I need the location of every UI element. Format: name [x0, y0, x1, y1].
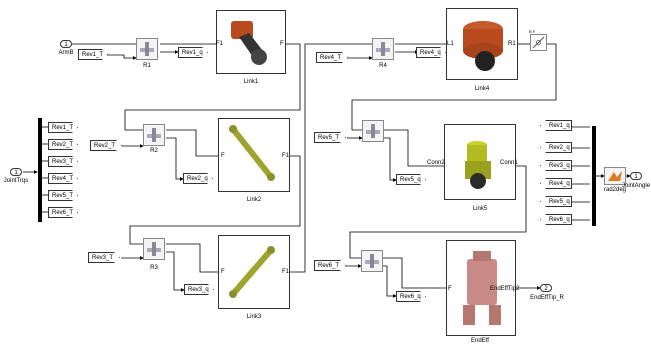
- endeff-icon: [463, 251, 501, 325]
- link3-icon: [229, 246, 275, 298]
- link4-port-out: R1: [508, 41, 516, 47]
- link4-port-in: L1: [447, 41, 454, 47]
- inport-joint-trqs-label: JointTrqs: [3, 178, 29, 184]
- link1-label: Link1: [243, 79, 259, 85]
- body-link5[interactable]: [444, 124, 516, 200]
- link5-port-out: Conn1: [500, 160, 518, 166]
- goto-rev3-t[interactable]: Rev3_T: [48, 156, 78, 167]
- goto-rev6-t[interactable]: Rev6_T: [48, 207, 78, 218]
- joint-icon: [147, 128, 161, 142]
- link4-icon: [463, 21, 503, 71]
- from-rev1-q[interactable]: Rev1_q: [540, 120, 572, 131]
- link1-port-out: F: [280, 41, 284, 47]
- inport-armb[interactable]: 1: [60, 40, 72, 48]
- body-link2[interactable]: [218, 118, 290, 192]
- revolute-joint-r3[interactable]: [143, 238, 165, 260]
- goto-rev5-t[interactable]: Rev5_T: [48, 190, 78, 201]
- body-endeff[interactable]: [446, 240, 516, 336]
- goto-rev2-t[interactable]: Rev2_T: [48, 139, 78, 150]
- goto-rev1-t[interactable]: Rev1_T: [48, 122, 78, 133]
- link2-port-in: F: [221, 153, 225, 159]
- outport-joint-angle[interactable]: 1: [630, 172, 642, 180]
- link5-port-in: Conn2: [427, 160, 445, 166]
- transform-ports: B F: [529, 29, 536, 34]
- body-link3[interactable]: [218, 235, 290, 309]
- from-rev1-t[interactable]: Rev1_T: [78, 49, 108, 60]
- goto-rev1-q[interactable]: Rev1_q: [178, 47, 208, 58]
- from-rev3-t[interactable]: Rev3_T: [88, 252, 120, 263]
- link5-label: Link5: [472, 206, 488, 212]
- link2-icon: [229, 125, 275, 181]
- outport-endeff-tip[interactable]: 2: [540, 284, 552, 292]
- outport-joint-angle-label: JointAngle: [621, 183, 651, 189]
- inport-armb-label: ArmB: [58, 50, 74, 56]
- rad2deg-block[interactable]: [604, 167, 626, 185]
- revolute-joint-r5[interactable]: [362, 120, 384, 142]
- link4-label: Link4: [474, 86, 490, 92]
- body-link1[interactable]: [216, 10, 286, 74]
- revolute-joint-r6[interactable]: [361, 250, 383, 272]
- revolute-joint-r4[interactable]: [372, 38, 394, 60]
- revolute-joint-r1[interactable]: [136, 38, 158, 60]
- demux-block[interactable]: [38, 118, 42, 222]
- link2-label: Link2: [246, 197, 262, 203]
- from-rev6-q[interactable]: Rev6_q: [540, 214, 572, 225]
- from-rev4-t[interactable]: Rev4_T: [316, 52, 348, 63]
- mux-block[interactable]: [592, 126, 596, 226]
- rad2deg-label: rad2deg: [603, 187, 627, 193]
- body-link4[interactable]: [446, 8, 518, 80]
- link5-icon: [465, 141, 491, 189]
- goto-rev5-q[interactable]: Rev5_q: [396, 174, 426, 185]
- inport-joint-trqs[interactable]: 1: [10, 168, 22, 176]
- joint-icon: [376, 42, 390, 56]
- from-rev4-q[interactable]: Rev4_q: [540, 178, 572, 189]
- link3-port-in: F: [221, 269, 225, 275]
- from-rev2-q[interactable]: Rev2_q: [540, 142, 572, 153]
- outport-endeff-tip-label: EndEffTip_R: [530, 295, 564, 301]
- endeff-port-in: F: [448, 286, 452, 292]
- endeff-port-out: EndEffTip2: [490, 286, 520, 292]
- joint-icon: [147, 242, 161, 256]
- from-rev2-t[interactable]: Rev2_T: [90, 140, 122, 151]
- joint-icon: [366, 124, 380, 138]
- link3-label: Link3: [246, 314, 262, 320]
- joint-icon: [140, 42, 154, 56]
- goto-rev2-q[interactable]: Rev2_q: [183, 173, 213, 184]
- revolute-joint-r2[interactable]: [143, 124, 165, 146]
- link1-port-in: F1: [216, 41, 224, 47]
- goto-rev3-q[interactable]: Rev3_q: [184, 284, 214, 295]
- goto-rev6-q[interactable]: Rev6_q: [396, 291, 426, 302]
- from-rev6-t[interactable]: Rev6_T: [314, 260, 346, 271]
- transform-icon: [532, 36, 545, 49]
- joint-r4-label: R4: [379, 63, 387, 69]
- goto-rev4-q[interactable]: Rev4_q: [416, 47, 446, 58]
- link1-icon: [231, 21, 267, 65]
- joint-r2-label: R2: [150, 148, 158, 154]
- rigid-transform-block[interactable]: [530, 34, 547, 51]
- from-rev5-q[interactable]: Rev5_q: [540, 196, 572, 207]
- from-rev5-t[interactable]: Rev5_T: [314, 132, 346, 143]
- link3-port-out: F1: [282, 269, 290, 275]
- goto-rev4-t[interactable]: Rev4_T: [48, 173, 78, 184]
- joint-r1-label: R1: [143, 63, 151, 69]
- from-rev3-q[interactable]: Rev3_q: [540, 160, 572, 171]
- joint-r3-label: R3: [150, 265, 158, 271]
- matlab-icon: [608, 171, 622, 181]
- link2-port-out: F1: [282, 153, 290, 159]
- endeff-label: EndEff: [471, 338, 489, 344]
- joint-icon: [365, 254, 379, 268]
